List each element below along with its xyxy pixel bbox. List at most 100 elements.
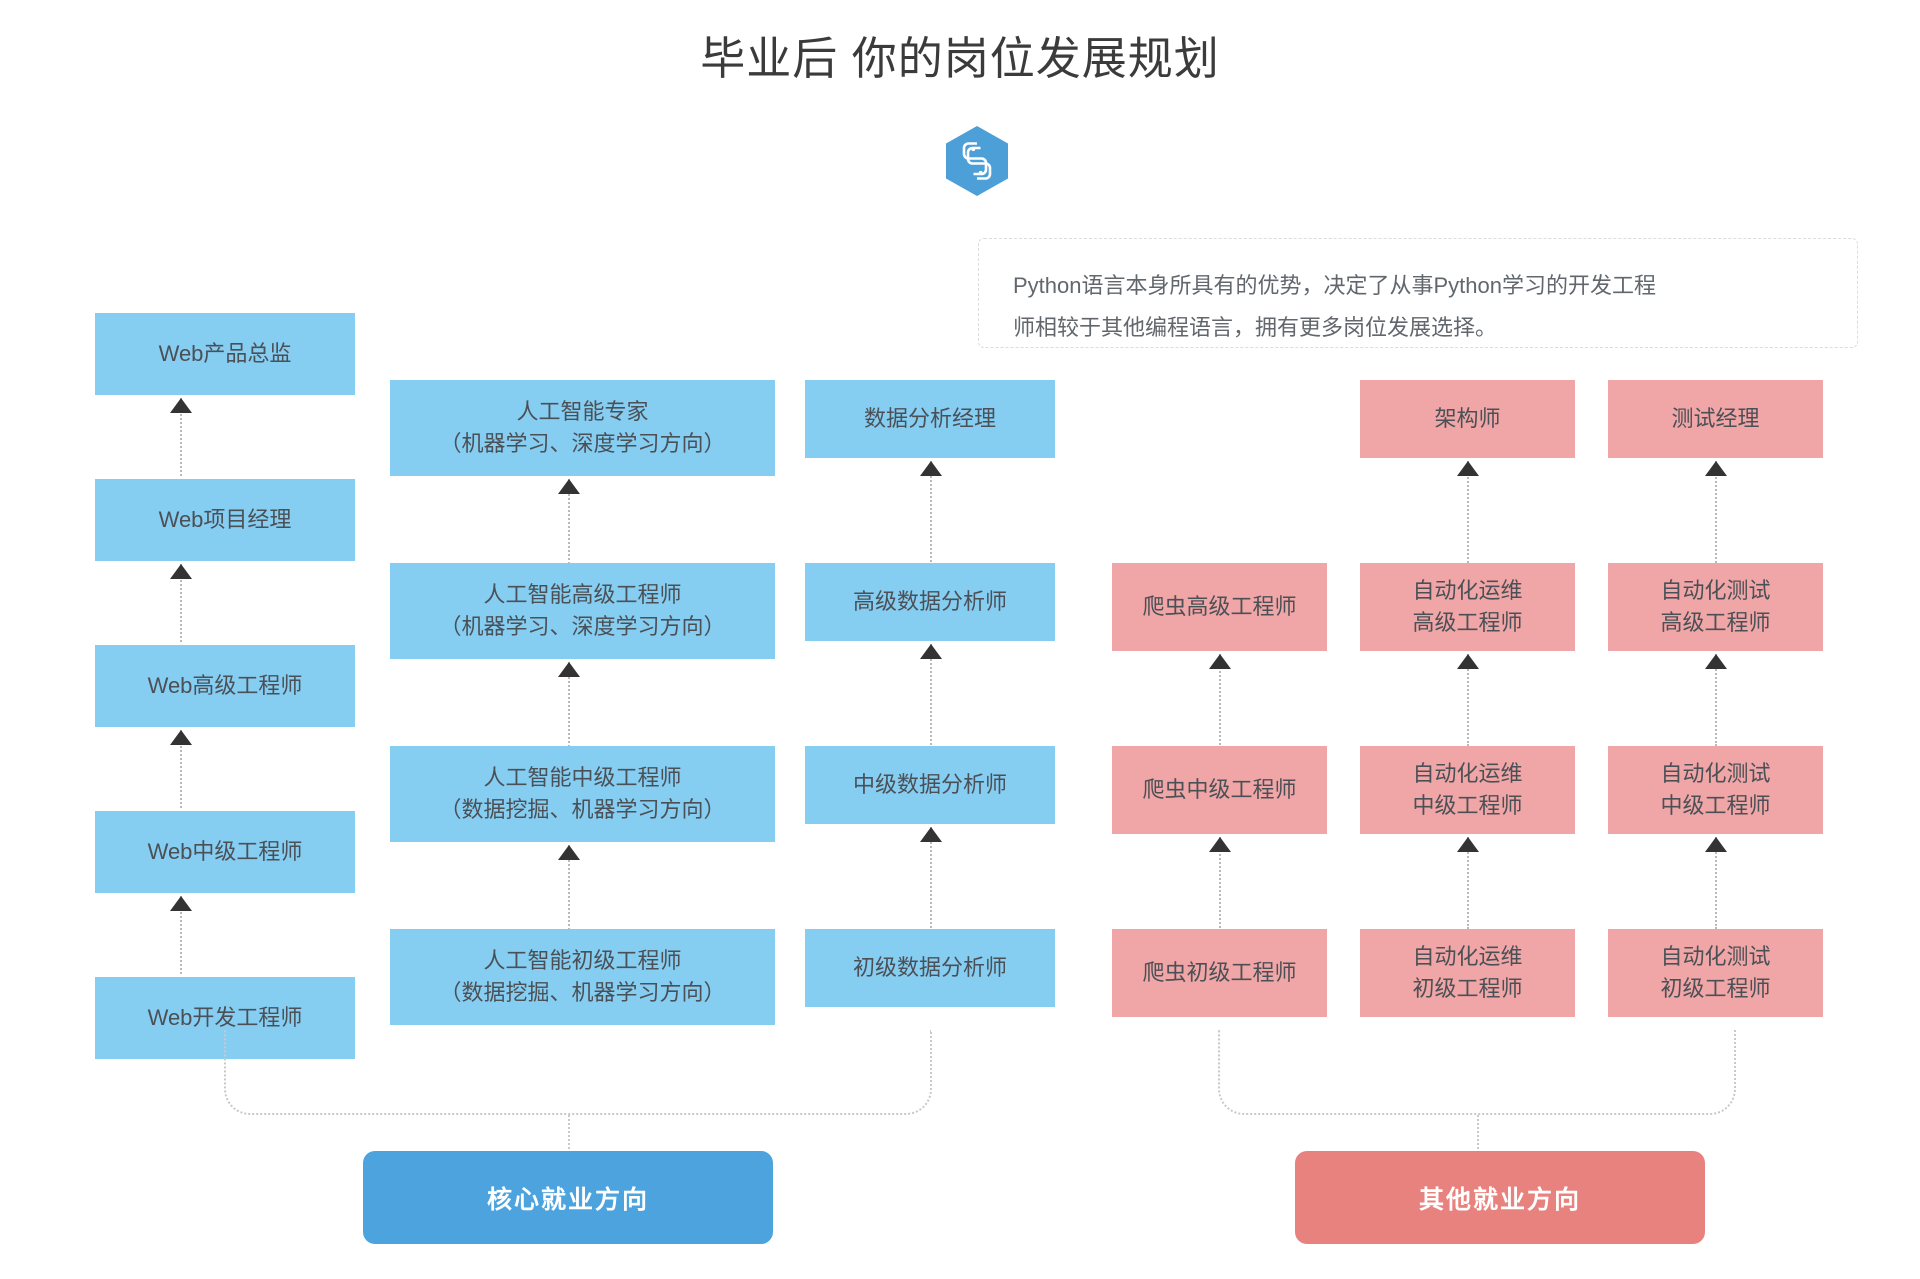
arrow-up-icon (920, 644, 942, 659)
connector-dots (930, 461, 932, 574)
connector-dots (1467, 461, 1469, 563)
other-group-bracket (1218, 1030, 1736, 1115)
node-ai-3[interactable]: 人工智能初级工程师 （数据挖掘、机器学习方向） (390, 929, 775, 1025)
node-ops-2[interactable]: 自动化运维 中级工程师 (1360, 746, 1575, 834)
arrow-up-icon (170, 564, 192, 579)
node-crawler-0[interactable]: 爬虫高级工程师 (1112, 563, 1327, 651)
arrow-up-icon (558, 662, 580, 677)
connector-dots (1467, 654, 1469, 746)
arrow-up-icon (1209, 837, 1231, 852)
node-label: 人工智能专家 (516, 399, 649, 424)
arrow-up-icon (1705, 461, 1727, 476)
node-label: 初级数据分析师 (852, 955, 1007, 980)
node-test-0[interactable]: 测试经理 (1608, 380, 1823, 458)
node-label: 人工智能初级工程师 (483, 948, 682, 973)
node-test-2[interactable]: 自动化测试 中级工程师 (1608, 746, 1823, 834)
arrow-up-icon (920, 827, 942, 842)
node-sublabel: 中级工程师 (1660, 793, 1771, 818)
python-logo-icon (944, 125, 1010, 197)
arrow-up-icon (920, 461, 942, 476)
node-ai-1[interactable]: 人工智能高级工程师 （机器学习、深度学习方向） (390, 563, 775, 659)
node-sublabel: 高级工程师 (1660, 610, 1771, 635)
connector-ai-1 (558, 662, 580, 758)
node-sublabel: （数据挖掘、机器学习方向） (439, 980, 726, 1005)
node-test-3[interactable]: 自动化测试 初级工程师 (1608, 929, 1823, 1017)
info-note-box: Python语言本身所具有的优势，决定了从事Python学习的开发工程 师相较于… (978, 238, 1858, 348)
connector-dots (568, 479, 570, 575)
node-ops-3[interactable]: 自动化运维 初级工程师 (1360, 929, 1575, 1017)
other-direction-pill[interactable]: 其他就业方向 (1295, 1151, 1705, 1244)
node-label: 爬虫中级工程师 (1142, 777, 1297, 802)
connector-ops-0 (1457, 461, 1479, 563)
node-label: 自动化运维 (1412, 761, 1523, 786)
arrow-up-icon (558, 479, 580, 494)
node-label: Web高级工程师 (147, 673, 303, 698)
node-web-0[interactable]: Web产品总监 (95, 313, 355, 395)
node-label: 自动化测试 (1660, 578, 1771, 603)
connector-dots (180, 564, 182, 642)
node-crawler-1[interactable]: 爬虫中级工程师 (1112, 746, 1327, 834)
connector-dots (930, 644, 932, 757)
connector-crawler-1 (1209, 837, 1231, 940)
arrow-up-icon (170, 730, 192, 745)
node-ai-0[interactable]: 人工智能专家 （机器学习、深度学习方向） (390, 380, 775, 476)
node-crawler-2[interactable]: 爬虫初级工程师 (1112, 929, 1327, 1017)
node-web-3[interactable]: Web中级工程师 (95, 811, 355, 893)
node-label: Web中级工程师 (147, 839, 303, 864)
connector-dots (1219, 654, 1221, 757)
core-direction-pill[interactable]: 核心就业方向 (363, 1151, 773, 1244)
node-sublabel: 高级工程师 (1412, 610, 1523, 635)
node-web-2[interactable]: Web高级工程师 (95, 645, 355, 727)
connector-dots (180, 730, 182, 808)
node-test-1[interactable]: 自动化测试 高级工程师 (1608, 563, 1823, 651)
connector-web-3 (170, 896, 192, 974)
connector-dots (568, 662, 570, 758)
node-data-0[interactable]: 数据分析经理 (805, 380, 1055, 458)
node-label: 高级数据分析师 (852, 589, 1007, 614)
node-sublabel: 中级工程师 (1412, 793, 1523, 818)
node-label: 数据分析经理 (863, 406, 996, 431)
connector-dots (1715, 837, 1717, 929)
arrow-up-icon (1457, 461, 1479, 476)
node-sublabel: 初级工程师 (1412, 976, 1523, 1001)
node-web-1[interactable]: Web项目经理 (95, 479, 355, 561)
arrow-up-icon (1209, 654, 1231, 669)
arrow-up-icon (558, 845, 580, 860)
node-data-3[interactable]: 初级数据分析师 (805, 929, 1055, 1007)
connector-dots (568, 845, 570, 941)
node-label: 自动化运维 (1412, 944, 1523, 969)
connector-ops-2 (1457, 837, 1479, 929)
node-data-1[interactable]: 高级数据分析师 (805, 563, 1055, 641)
node-ops-1[interactable]: 自动化运维 高级工程师 (1360, 563, 1575, 651)
node-ai-2[interactable]: 人工智能中级工程师 （数据挖掘、机器学习方向） (390, 746, 775, 842)
connector-data-2 (920, 827, 942, 940)
node-sublabel: 初级工程师 (1660, 976, 1771, 1001)
node-ops-0[interactable]: 架构师 (1360, 380, 1575, 458)
connector-test-2 (1705, 837, 1727, 929)
connector-dots (930, 827, 932, 940)
arrow-up-icon (170, 398, 192, 413)
connector-ops-1 (1457, 654, 1479, 746)
core-direction-label: 核心就业方向 (486, 1185, 649, 1214)
connector-dots (1467, 837, 1469, 929)
arrow-up-icon (1705, 837, 1727, 852)
node-label: 架构师 (1434, 406, 1501, 431)
node-label: 自动化测试 (1660, 944, 1771, 969)
node-sublabel: （数据挖掘、机器学习方向） (439, 797, 726, 822)
node-label: 测试经理 (1671, 406, 1760, 431)
node-label: 自动化测试 (1660, 761, 1771, 786)
note-line-2: 师相较于其他编程语言，拥有更多岗位发展选择。 (1013, 315, 1498, 340)
core-group-bracket (224, 1030, 932, 1115)
connector-ai-0 (558, 479, 580, 575)
connector-dots (1715, 654, 1717, 746)
connector-dots (180, 398, 182, 476)
arrow-up-icon (170, 896, 192, 911)
arrow-up-icon (1457, 837, 1479, 852)
node-data-2[interactable]: 中级数据分析师 (805, 746, 1055, 824)
note-line-1: Python语言本身所具有的优势，决定了从事Python学习的开发工程 (1013, 273, 1656, 298)
connector-dots (1219, 837, 1221, 940)
other-direction-label: 其他就业方向 (1418, 1185, 1581, 1214)
arrow-up-icon (1457, 654, 1479, 669)
connector-dots (180, 896, 182, 974)
node-label: 爬虫高级工程师 (1142, 594, 1297, 619)
